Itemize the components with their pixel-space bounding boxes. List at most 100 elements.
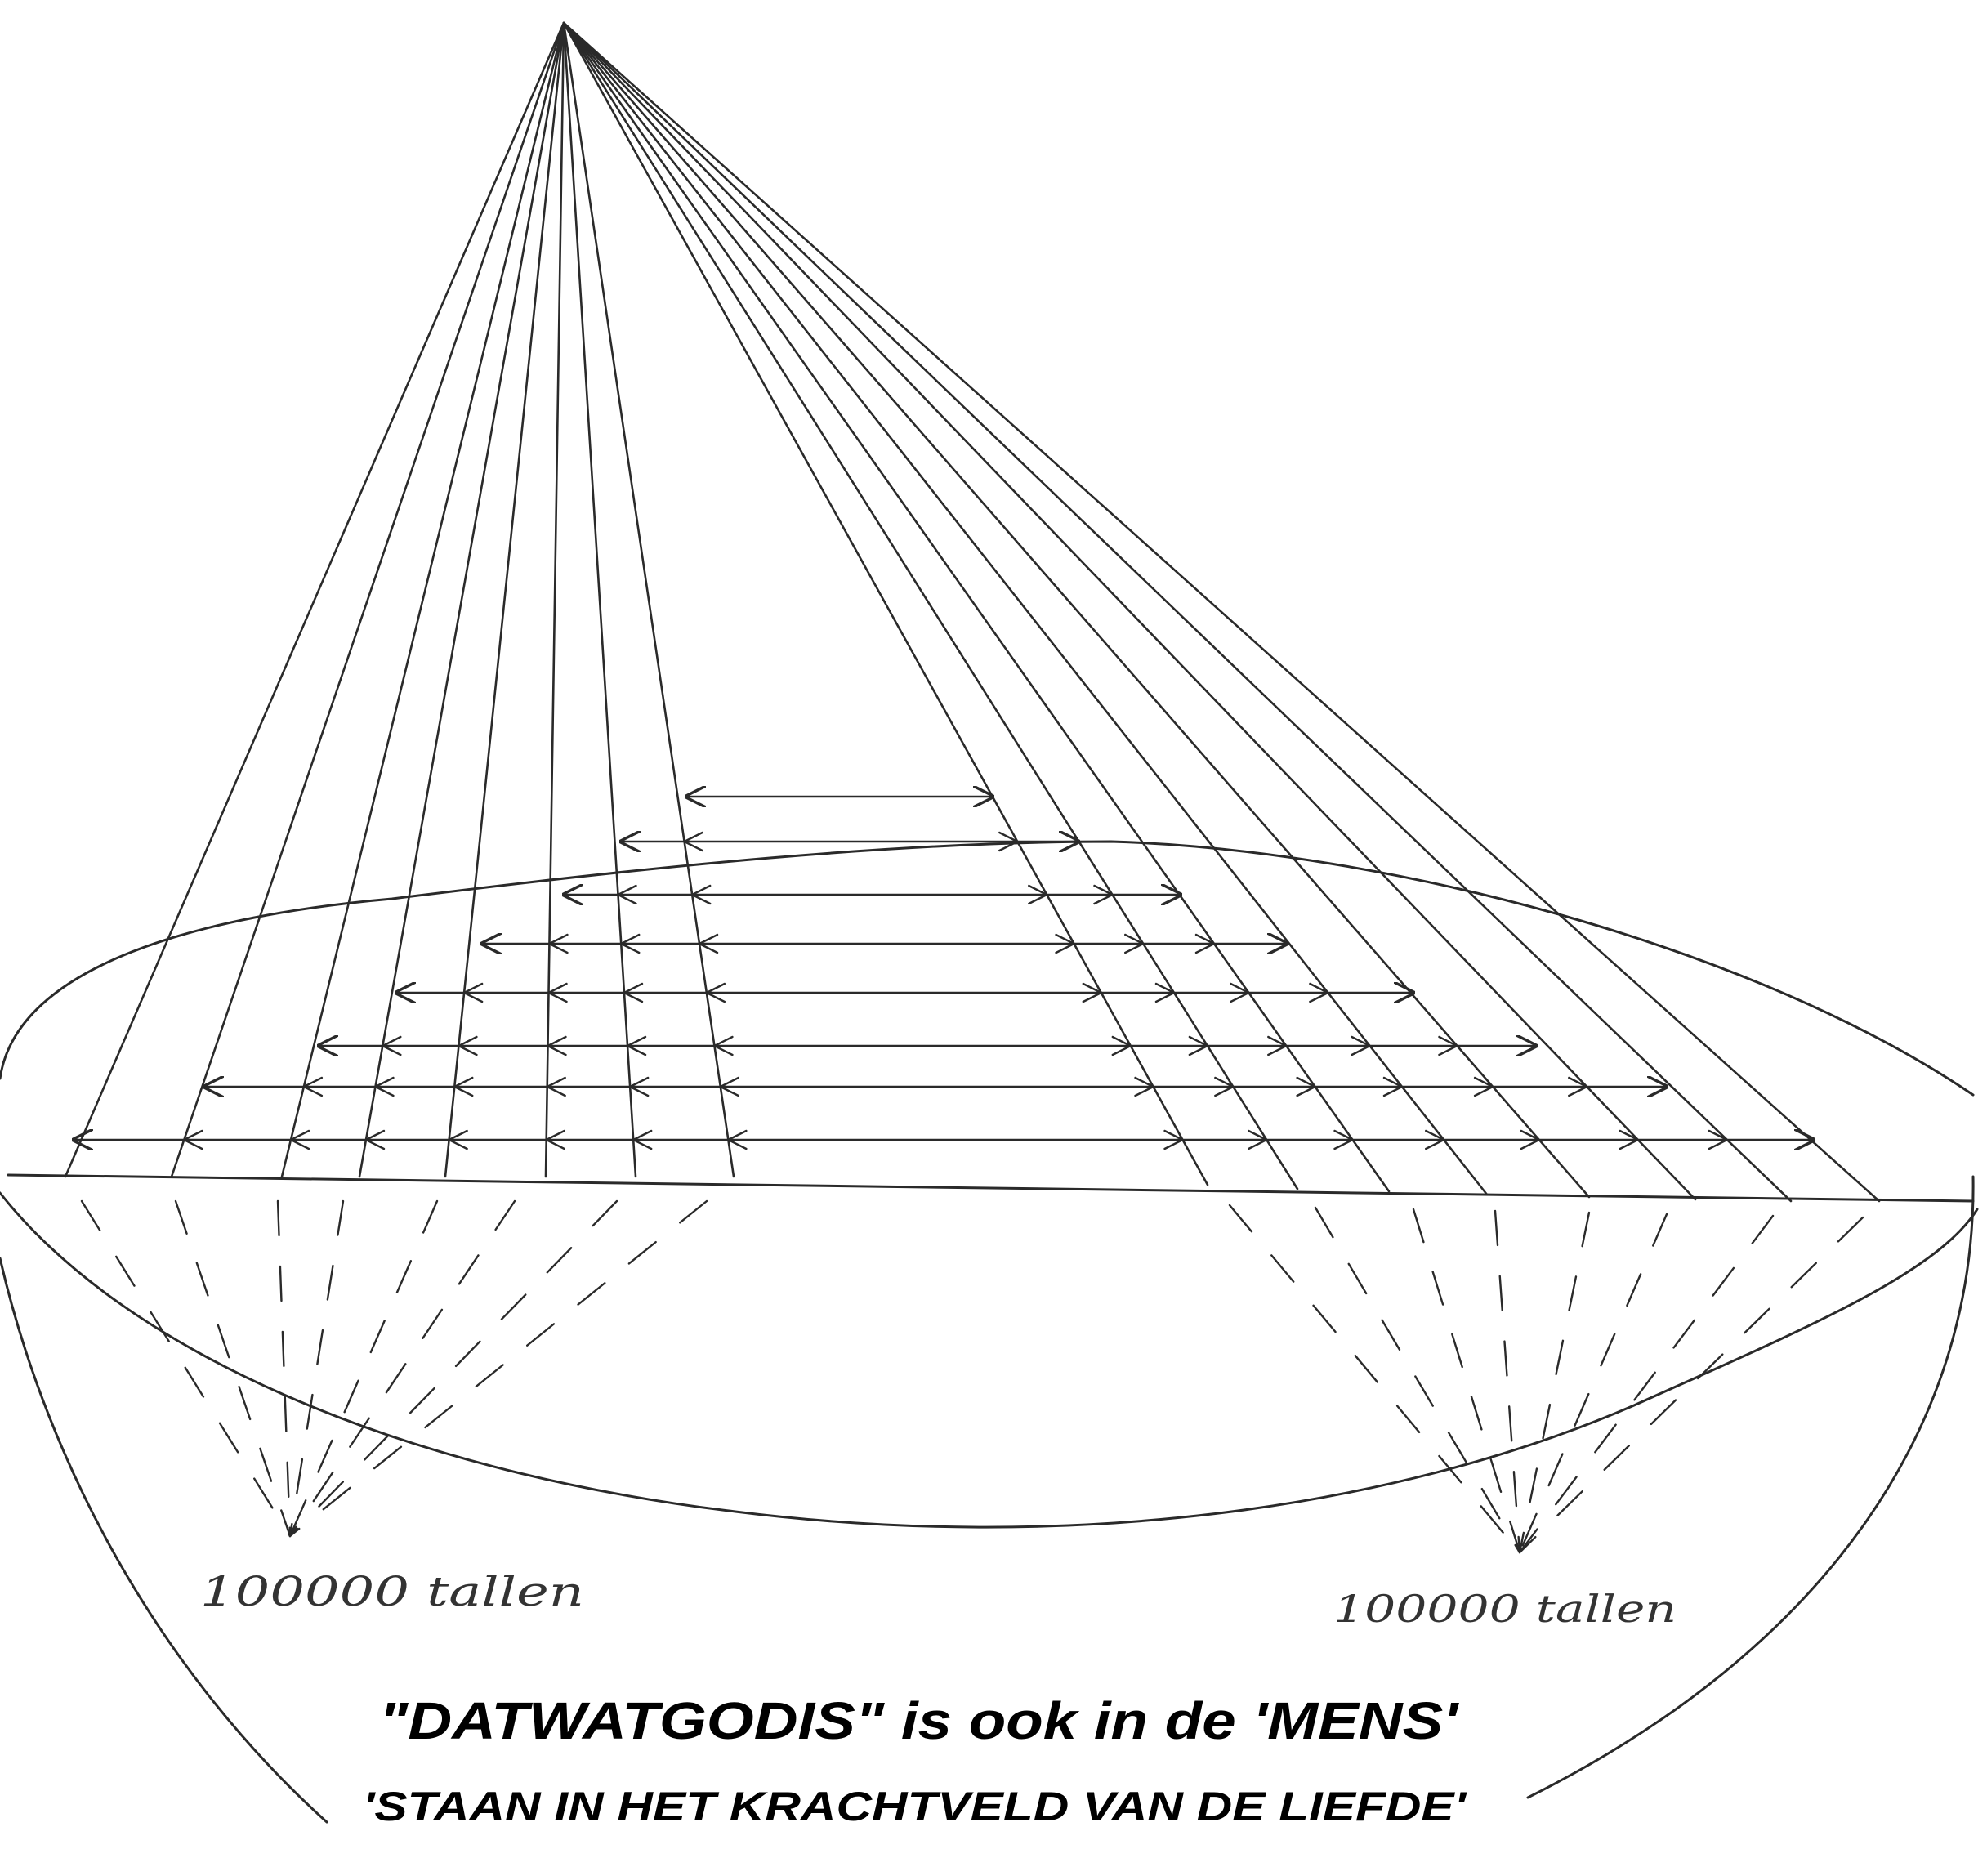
arrowhead-tick xyxy=(1082,982,1102,1003)
apex-ray xyxy=(562,21,1881,1203)
dashed-projection-line xyxy=(1518,1216,1864,1554)
arrowhead-tick xyxy=(1382,1076,1404,1097)
apex-ray xyxy=(562,21,1209,1186)
arrowhead-tick xyxy=(698,933,719,954)
bowl-inner-curve xyxy=(0,1191,1979,1529)
arrowhead-tick xyxy=(727,1129,748,1150)
horizon-baseline xyxy=(7,1173,1975,1203)
dashed-projection-line xyxy=(174,1199,292,1538)
apex-ray xyxy=(562,21,1391,1193)
arrowhead-tick xyxy=(1438,1035,1458,1056)
apex-ray xyxy=(64,21,565,1178)
arrowhead-tick xyxy=(289,1129,310,1150)
arrowhead-tick xyxy=(1425,1129,1445,1150)
dashed-projection-line xyxy=(1228,1204,1521,1554)
arrowhead-tick xyxy=(719,1076,739,1097)
arrowhead-tick xyxy=(713,1035,734,1056)
arrow-rows-group xyxy=(74,797,1814,1149)
dashed-projections-group xyxy=(80,1199,1864,1554)
dashed-projection-line xyxy=(1518,1214,1775,1554)
arrowhead-tick xyxy=(1309,982,1329,1003)
dashed-projection-line xyxy=(276,1199,292,1538)
dashed-projection-line xyxy=(80,1199,292,1538)
arrowhead-tick xyxy=(183,1129,203,1150)
arrowhead-tick xyxy=(1055,933,1075,954)
arrowhead-tick xyxy=(1214,1076,1235,1097)
right-count-label: 100000 tallen xyxy=(1333,1587,1677,1631)
apex-rays-group xyxy=(64,21,1881,1203)
arrowhead-tick xyxy=(690,884,712,905)
arrowhead-tick xyxy=(1111,1035,1132,1056)
arrowhead-tick xyxy=(1124,933,1145,954)
arrowhead-tick xyxy=(374,1076,395,1097)
arrowhead-tick xyxy=(1093,884,1114,905)
dashed-projection-line xyxy=(1494,1209,1521,1554)
apex-ray xyxy=(358,21,565,1178)
arrowhead-tick xyxy=(620,933,641,954)
arrowhead-tick xyxy=(1194,933,1216,954)
arrowhead-tick xyxy=(1267,1035,1288,1056)
apex-ray xyxy=(562,21,1489,1196)
arrowhead-tick xyxy=(632,1129,653,1150)
arrowhead-tick xyxy=(683,831,703,852)
arrowhead-tick xyxy=(1333,1129,1354,1150)
arrowhead-tick xyxy=(617,884,637,905)
dashed-projection-line xyxy=(1314,1206,1521,1554)
arrowhead-tick xyxy=(547,982,568,1003)
arrowhead-tick xyxy=(1188,1035,1209,1056)
arrowhead-tick xyxy=(547,1035,567,1056)
apex-ray xyxy=(562,21,637,1178)
caption-subtitle: 'STAAN IN HET KRACHTVELD VAN DE LIEFDE' xyxy=(363,1784,1468,1829)
arrowhead-tick xyxy=(545,1129,565,1150)
apex-ray xyxy=(544,21,565,1178)
dashed-projection-line xyxy=(1412,1208,1521,1554)
apex-ray xyxy=(562,21,1299,1190)
arrowhead-tick xyxy=(546,1076,566,1097)
arrowhead-tick xyxy=(382,1035,402,1056)
dashed-projection-line xyxy=(288,1199,618,1538)
apex-ray xyxy=(562,21,735,1178)
dashed-projection-line xyxy=(1518,1213,1668,1554)
arrowhead-tick xyxy=(1154,982,1176,1003)
arrowhead-tick xyxy=(462,982,484,1003)
arrowhead-tick xyxy=(705,982,726,1003)
arrowhead-tick xyxy=(1619,1129,1639,1150)
dashed-projection-line xyxy=(1518,1211,1591,1554)
arrowhead-tick xyxy=(1296,1076,1316,1097)
dashed-projection-line xyxy=(288,1199,439,1538)
arrowhead-tick xyxy=(1163,1129,1184,1150)
arrowhead-tick xyxy=(628,1076,650,1097)
arrowhead-tick xyxy=(1248,1129,1268,1150)
arrowhead-tick xyxy=(623,982,644,1003)
ellipse-top-rim xyxy=(0,840,1975,1097)
apex-ray xyxy=(170,21,565,1178)
apex-ray xyxy=(562,21,1793,1203)
arrowhead-tick xyxy=(1230,982,1250,1003)
arrowhead-tick xyxy=(1520,1129,1541,1150)
arrowhead-tick xyxy=(1708,1129,1729,1150)
arrowhead-tick xyxy=(998,831,1019,852)
arrowhead-tick xyxy=(626,1035,647,1056)
arrowhead-tick xyxy=(302,1076,324,1097)
dashed-projection-line xyxy=(288,1199,708,1538)
dashed-projection-line xyxy=(288,1199,345,1538)
arrowhead-tick xyxy=(1028,884,1048,905)
arrowhead-tick xyxy=(1351,1035,1371,1056)
apex-ray xyxy=(562,21,1591,1199)
arrowhead-tick xyxy=(1134,1076,1154,1097)
bowl-outer-right-curve xyxy=(1526,1175,1975,1799)
arrowhead-tick xyxy=(364,1129,386,1150)
apex-ray xyxy=(280,21,565,1178)
arrowhead-tick xyxy=(453,1076,474,1097)
arrowhead-tick xyxy=(458,1035,478,1056)
apex-ray xyxy=(562,21,1697,1201)
dashed-projection-line xyxy=(288,1199,516,1538)
bowl-outer-left-curve xyxy=(0,1257,328,1824)
arrowhead-tick xyxy=(448,1129,468,1150)
arrowhead-tick xyxy=(1568,1076,1588,1097)
left-count-label: 100000 tallen xyxy=(200,1568,584,1615)
arrowhead-tick xyxy=(548,933,569,954)
caption-title: "DATWATGODIS" is ook in de 'MENS' xyxy=(379,1691,1459,1750)
arrowhead-tick xyxy=(1473,1076,1494,1097)
